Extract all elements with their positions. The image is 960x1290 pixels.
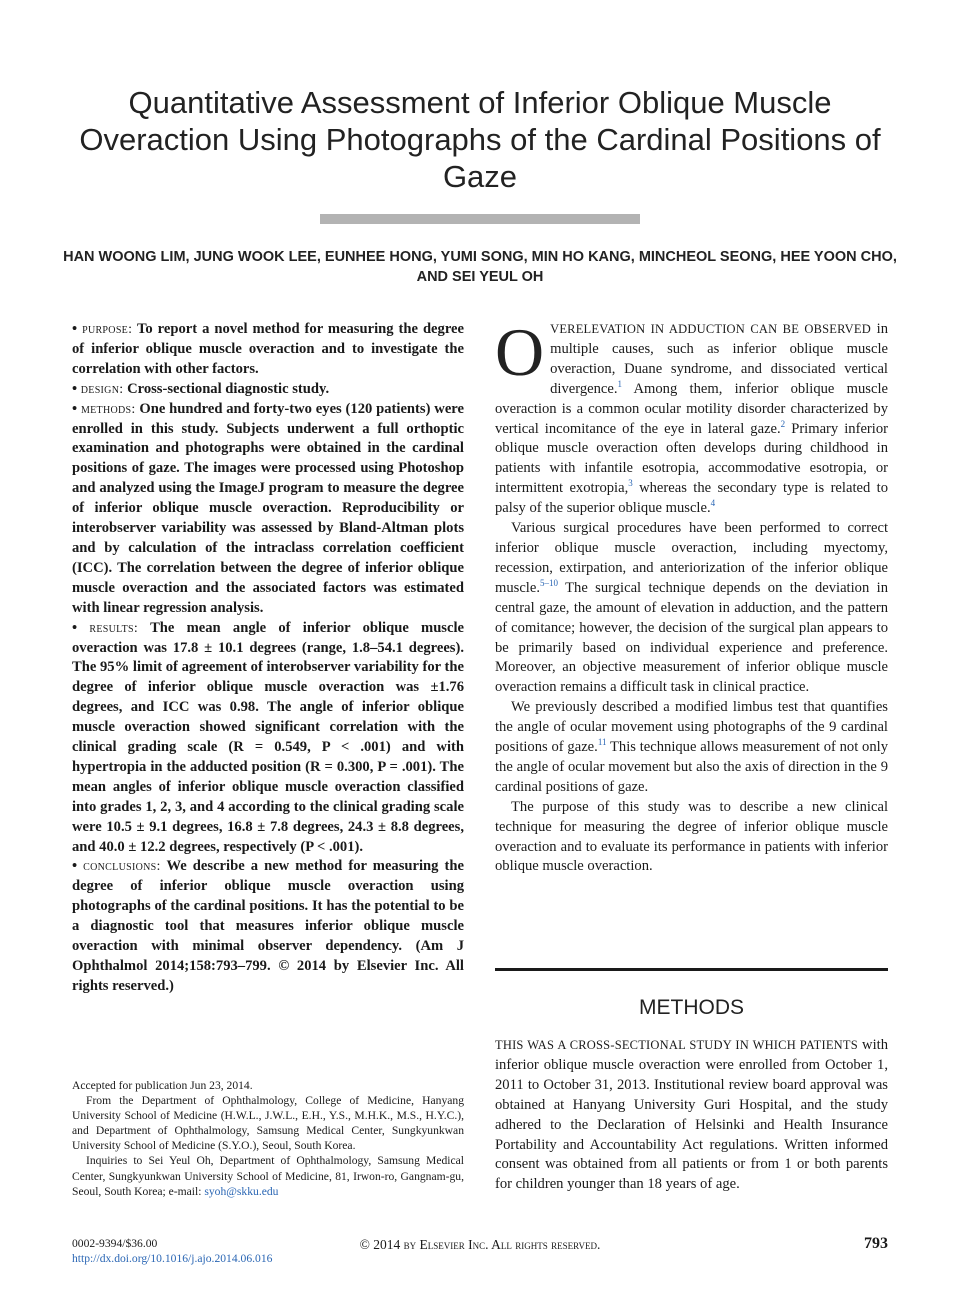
abstract-results: • results: The mean angle of inferior ob… — [72, 619, 464, 855]
page-number: 793 — [864, 1235, 888, 1252]
methods-text: One hundred and forty-two eyes (120 pati… — [72, 400, 464, 616]
intro-text: Various surgical procedures have been pe… — [495, 520, 888, 596]
methods-lead: THIS WAS A CROSS-SECTIONAL STUDY IN WHIC… — [495, 1038, 858, 1052]
footnotes: Accepted for publication Jun 23, 2014. F… — [72, 1078, 464, 1199]
intro-text: The surgical technique depends on the de… — [495, 579, 888, 696]
abstract-methods: • methods: One hundred and forty-two eye… — [72, 400, 464, 616]
abstract-conclusions: • conclusions: We describe a new method … — [72, 858, 464, 994]
methods-section: THIS WAS A CROSS-SECTIONAL STUDY IN WHIC… — [495, 1036, 888, 1195]
methods-text: with inferior oblique muscle overaction … — [495, 1037, 889, 1193]
intro-text: Primary inferior oblique muscle overacti… — [495, 420, 888, 497]
accepted-date: Accepted for publication Jun 23, 2014. — [72, 1079, 253, 1092]
intro-paragraph-2: Various surgical procedures have been pe… — [495, 519, 888, 698]
purpose-text: To report a novel method for measuring t… — [72, 321, 464, 377]
design-label: design: — [80, 381, 124, 397]
email-link[interactable]: syoh@skku.edu — [204, 1184, 279, 1198]
intro-text: This technique allows measurement of not… — [495, 739, 888, 795]
abstract-design: • design: Cross-sectional diagnostic stu… — [72, 380, 330, 397]
issn: 0002-9394/$36.00 — [72, 1237, 158, 1250]
section-rule — [495, 968, 888, 971]
reference-link[interactable]: 3 — [628, 478, 633, 489]
footer-copyright: © 2014 by Elsevier Inc. All rights reser… — [359, 1237, 601, 1252]
methods-paragraph: THIS WAS A CROSS-SECTIONAL STUDY IN WHIC… — [495, 1036, 888, 1195]
drop-cap: O — [495, 314, 545, 390]
abstract-purpose: • purpose: To report a novel method for … — [72, 321, 464, 377]
results-label: results: — [89, 620, 139, 636]
conclusions-text: We describe a new method for measuring t… — [72, 858, 464, 955]
footer-identifiers: 0002-9394/$36.00 http://dx.doi.org/10.10… — [72, 1236, 372, 1266]
intro-paragraph-1: O VERELEVATION IN ADDUCTION CAN BE OBSERV… — [495, 314, 888, 519]
intro-lead: VERELEVATION IN ADDUCTION CAN BE OBSERVE… — [550, 322, 871, 336]
reference-link[interactable]: 11 — [597, 737, 607, 748]
intro-text: whereas the secondary type is related to… — [495, 480, 888, 517]
citation: (Am J Ophthalmol 2014;158:793–799. © 201… — [72, 938, 464, 994]
reference-link[interactable]: 2 — [780, 418, 786, 429]
intro-text: We previously described a modified limbu… — [495, 699, 888, 756]
intro-text: in multiple causes, such as inferior obl… — [550, 321, 888, 397]
reference-link[interactable]: 5–10 — [540, 577, 558, 588]
article-title: Quantitative Assessment of Inferior Obli… — [79, 85, 881, 194]
author-list: HAN WOONG LIM, JUNG WOOK LEE, EUNHEE HON… — [63, 249, 897, 285]
purpose-label: purpose: — [82, 322, 133, 337]
results-text: The mean angle of inferior oblique muscl… — [72, 619, 464, 855]
inquiries-text: Inquiries to Sei Yeul Oh, Department of … — [72, 1154, 464, 1198]
introduction: O VERELEVATION IN ADDUCTION CAN BE OBSERV… — [495, 314, 888, 877]
conclusions-label: conclusions: — [83, 859, 161, 875]
reference-link[interactable]: 4 — [710, 498, 716, 509]
title-divider — [320, 214, 640, 224]
intro-text: Among them, inferior oblique muscle over… — [495, 380, 888, 437]
abstract: • purpose: To report a novel method for … — [72, 320, 464, 997]
design-text: Cross-sectional diagnostic study. — [127, 380, 330, 397]
methods-label: methods: — [80, 401, 136, 417]
affiliation: From the Department of Ophthalmology, Co… — [72, 1094, 464, 1153]
intro-paragraph-3: We previously described a modified limbu… — [495, 698, 888, 798]
methods-heading: METHODS — [639, 996, 744, 1019]
doi-link[interactable]: http://dx.doi.org/10.1016/j.ajo.2014.06.… — [72, 1252, 273, 1265]
reference-link[interactable]: 1 — [617, 378, 623, 389]
correspondence: Inquiries to Sei Yeul Oh, Department of … — [72, 1153, 464, 1198]
intro-paragraph-4: The purpose of this study was to describ… — [495, 798, 888, 875]
